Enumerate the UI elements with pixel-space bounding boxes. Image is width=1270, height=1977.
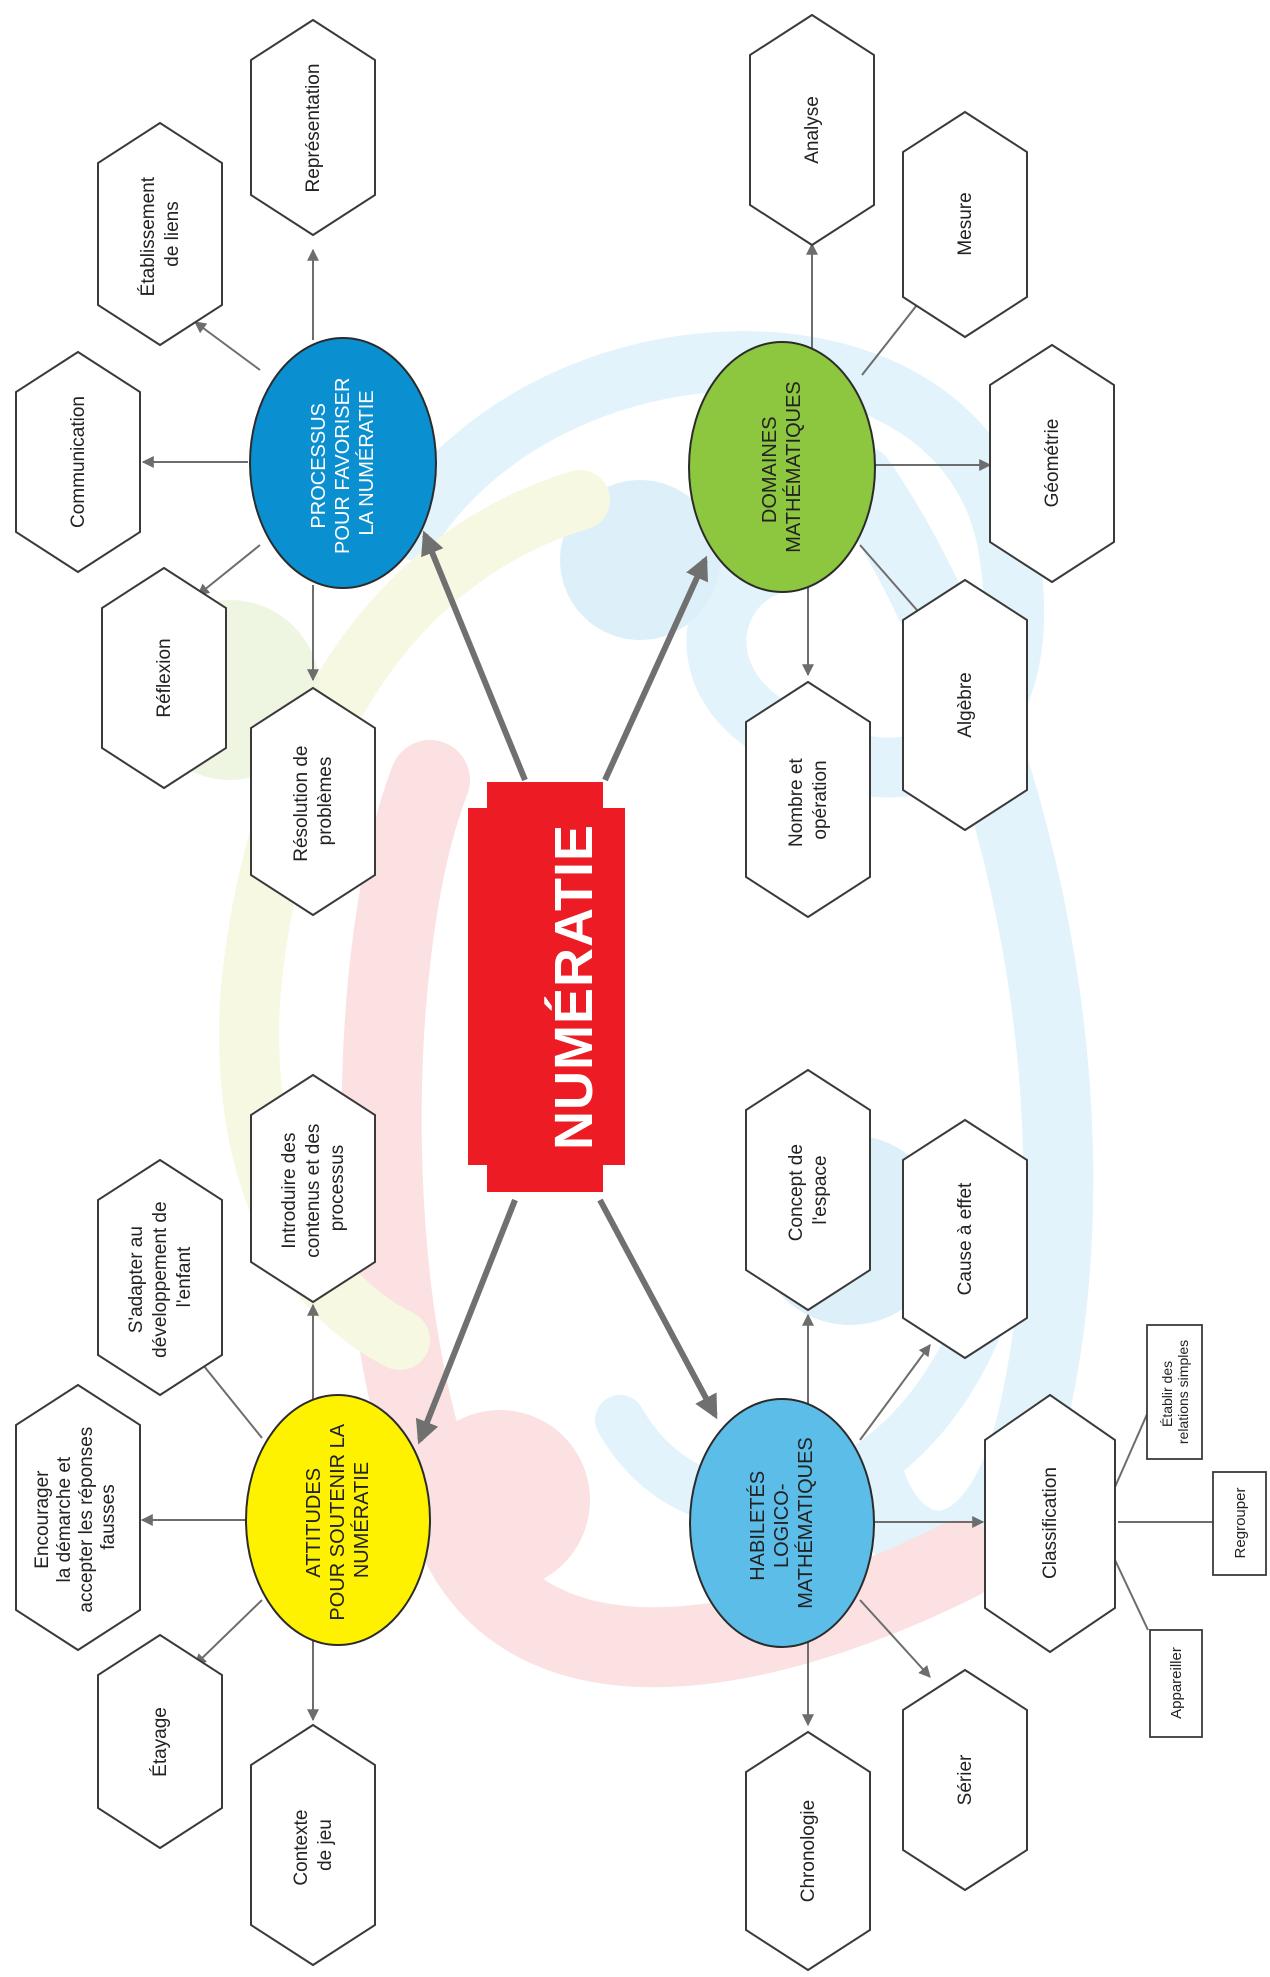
svg-text:Réflexion: Réflexion (154, 638, 175, 717)
hub-attitudes: ATTITUDES POUR SOUTENIR LA NUMÉRATIE (245, 1394, 431, 1646)
node-chronologie: Chronologie (745, 1730, 871, 1972)
svg-text:Géométrie: Géométrie (1042, 419, 1063, 508)
hub-attitudes-label: ATTITUDES POUR SOUTENIR LA NUMÉRATIE (303, 1419, 373, 1620)
node-concept: Concept de l'espace (745, 1068, 871, 1312)
node-adapter: S'adapter au développement de l'enfant (97, 1158, 223, 1397)
svg-text:Concept de l'espace: Concept de l'espace (786, 1139, 831, 1241)
svg-text:Analyse: Analyse (802, 96, 823, 164)
svg-text:Classification: Classification (1040, 1467, 1061, 1579)
hub-domaines: DOMAINES MATHÉMATIQUES (688, 341, 876, 593)
node-appareiller: Appareiller (1149, 1629, 1203, 1738)
svg-text:Étayage: Étayage (150, 1707, 171, 1777)
svg-text:Nombre et opération: Nombre et opération (786, 753, 831, 847)
svg-text:Encourager la démarche: Encourager la démarche et accepter les r… (32, 1421, 119, 1612)
node-cause: Cause à effet (902, 1118, 1028, 1360)
center-node: NUMÉRATIE (468, 782, 625, 1192)
node-etablir: Établir des relations simples (1146, 1324, 1203, 1460)
hub-connectors (415, 530, 718, 1445)
node-analyse: Analyse (749, 13, 875, 247)
node-etayage: Étayage (97, 1633, 223, 1850)
node-communication: Communication (15, 350, 141, 574)
hub-domaines-label: DOMAINES MATHÉMATIQUES (759, 381, 805, 552)
node-nombre: Nombre et opération (745, 680, 871, 919)
hub-habiletes-label: HABILETÉS LOGICO- MATHÉMATIQUES (746, 1437, 817, 1608)
node-resolution: Résolution de problèmes (250, 686, 376, 917)
node-etablissement: Établissement de liens (97, 121, 223, 347)
svg-text:Représentation: Représentation (303, 64, 324, 193)
svg-text:Algèbre: Algèbre (955, 672, 976, 738)
center-title: NUMÉRATIE (544, 824, 604, 1150)
hub-habiletes: HABILETÉS LOGICO- MATHÉMATIQUES (689, 1398, 875, 1648)
node-algebre: Algèbre (902, 578, 1028, 832)
node-contexte: Contexte de jeu (250, 1723, 376, 1967)
svg-text:Mesure: Mesure (955, 192, 976, 255)
svg-text:Appareiller: Appareiller (1168, 1647, 1185, 1719)
node-introduire: Introduire des contenus et des processus (250, 1073, 376, 1304)
node-encourager: Encourager la démarche et accepter les r… (15, 1383, 141, 1652)
svg-text:Chronologie: Chronologie (798, 1800, 819, 1902)
svg-text:Introduire des contenu: Introduire des contenus et des processus (279, 1118, 348, 1257)
svg-text:Résolution de problème: Résolution de problèmes (291, 740, 336, 861)
node-serier: Sérier (902, 1668, 1028, 1892)
svg-text:Communication: Communication (68, 396, 89, 528)
hub-processus-label: PROCESSUS POUR FAVORISER LA NUMÉRATIE (308, 372, 378, 554)
node-representation: Représentation (250, 18, 376, 237)
svg-text:Sérier: Sérier (955, 1754, 976, 1805)
center-shape (468, 782, 625, 1192)
node-regrouper: Regrouper (1212, 1471, 1267, 1576)
svg-text:Établissement de liens: Établissement de liens (138, 172, 183, 297)
svg-text:Regrouper: Regrouper (1232, 1488, 1249, 1559)
node-classification: Classification (984, 1393, 1116, 1654)
node-mesure: Mesure (902, 110, 1028, 339)
node-geometrie: Géométrie (989, 343, 1115, 584)
svg-text:S'adapter au développe: S'adapter au développement de l'enfant (126, 1196, 195, 1358)
node-reflexion: Réflexion (101, 566, 227, 790)
svg-text:Établir des relations: Établir des relations simples (1159, 1340, 1191, 1444)
svg-text:Cause à effet: Cause à effet (955, 1182, 976, 1295)
svg-text:Contexte de jeu: Contexte de jeu (291, 1804, 336, 1885)
hub-processus: PROCESSUS POUR FAVORISER LA NUMÉRATIE (249, 337, 437, 589)
